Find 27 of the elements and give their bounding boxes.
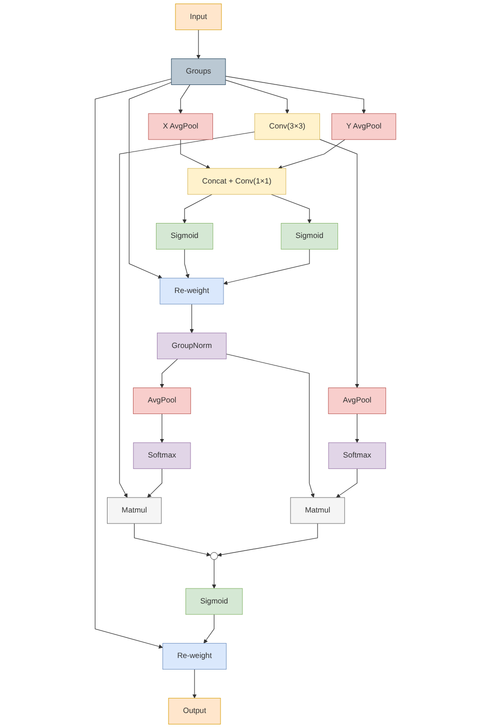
arrow [180,139,210,169]
arrow [225,80,290,114]
arrow [217,523,318,557]
arrow [128,82,172,279]
arrow [278,139,346,170]
arrow [196,30,201,59]
arrow [223,248,310,285]
arrow [212,559,216,589]
arrow [94,78,172,649]
arrow [178,84,190,114]
arrow [355,414,360,443]
arrow [182,194,212,224]
arrow [134,523,211,556]
arrow [204,614,214,644]
node-circle [210,552,218,560]
arrow [270,194,312,224]
arrow [190,304,194,334]
arrow [226,354,315,498]
arrow [160,414,164,443]
arrow [147,468,162,498]
arrow [225,76,366,114]
arrow [184,248,190,278]
arrow [160,358,178,388]
arrow [319,139,360,388]
arrow [336,468,358,498]
arrow [192,669,197,698]
arrow [119,132,255,498]
